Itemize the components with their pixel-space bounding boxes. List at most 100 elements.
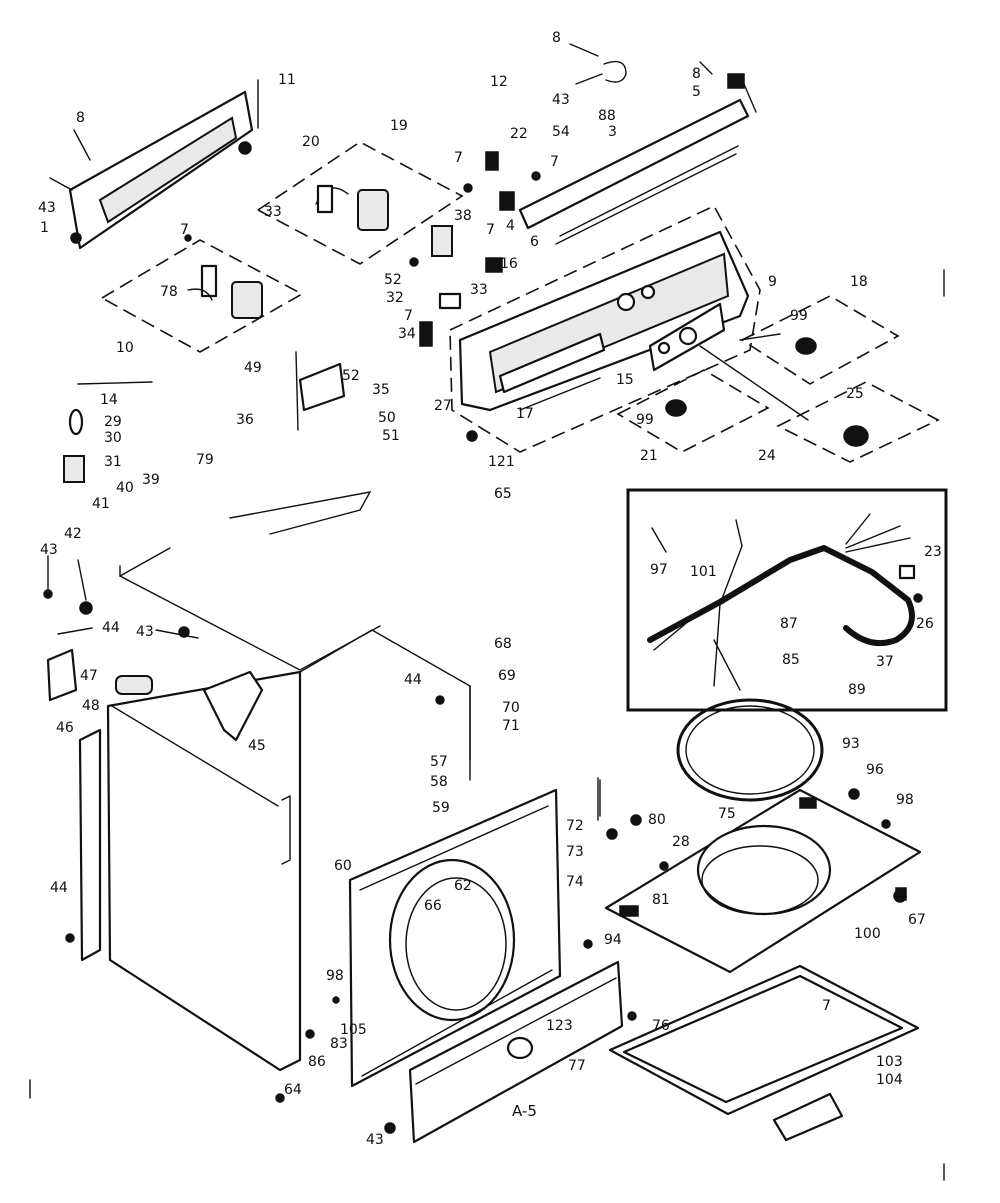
callout-c-42: 42 bbox=[64, 526, 82, 542]
callout-c-40: 40 bbox=[116, 480, 134, 496]
callout-c-83: 83 bbox=[330, 1036, 348, 1052]
callout-c-14: 14 bbox=[100, 392, 118, 408]
callout-c-37: 37 bbox=[876, 654, 894, 670]
callout-c-47: 47 bbox=[80, 668, 98, 684]
callout-c-51: 51 bbox=[382, 428, 400, 444]
callout-c-98a: 98 bbox=[896, 792, 914, 808]
switch-panel-19 bbox=[256, 141, 464, 265]
callout-c-100: 100 bbox=[854, 926, 881, 942]
top-panel bbox=[604, 788, 922, 974]
callout-c-9: 9 bbox=[768, 274, 777, 290]
knob-21 bbox=[616, 369, 770, 453]
callout-c-23: 23 bbox=[924, 544, 942, 560]
callout-c-46: 46 bbox=[56, 720, 74, 736]
callout-c-10: 10 bbox=[116, 340, 134, 356]
switch-panel-10 bbox=[100, 239, 304, 353]
callout-c-87: 87 bbox=[780, 616, 798, 632]
callout-c-7b: 7 bbox=[550, 154, 559, 170]
callout-c-103: 103 bbox=[876, 1054, 903, 1070]
callout-c-79: 79 bbox=[196, 452, 214, 468]
callout-c-81: 81 bbox=[652, 892, 670, 908]
callout-c-86: 86 bbox=[308, 1054, 326, 1070]
callout-c-7c: 7 bbox=[486, 222, 495, 238]
callout-c-64: 64 bbox=[284, 1082, 302, 1098]
callout-c-77: 77 bbox=[568, 1058, 586, 1074]
callout-c-52b: 52 bbox=[342, 368, 360, 384]
callout-c-93: 93 bbox=[842, 736, 860, 752]
callout-c-104: 104 bbox=[876, 1072, 903, 1088]
callout-c-4: 4 bbox=[506, 218, 515, 234]
callout-c-31: 31 bbox=[104, 454, 122, 470]
callout-c-7d: 7 bbox=[180, 222, 189, 238]
base-pan bbox=[608, 964, 920, 1142]
callout-c-7e: 7 bbox=[404, 308, 413, 324]
callout-c-36: 36 bbox=[236, 412, 254, 428]
callout-c-68: 68 bbox=[494, 636, 512, 652]
callout-c-43d: 43 bbox=[136, 624, 154, 640]
callout-c-41: 41 bbox=[92, 496, 110, 512]
door-seal bbox=[676, 698, 824, 802]
callout-c-101: 101 bbox=[690, 564, 717, 580]
callout-c-44a: 44 bbox=[102, 620, 120, 636]
callout-c-71: 71 bbox=[502, 718, 520, 734]
callout-c-67: 67 bbox=[908, 912, 926, 928]
callout-c-62: 62 bbox=[454, 878, 472, 894]
callout-c-30: 30 bbox=[104, 430, 122, 446]
callout-c-8a: 8 bbox=[76, 110, 85, 126]
callout-c-8c: 8 bbox=[692, 66, 701, 82]
cabinet-top-edge bbox=[119, 491, 381, 671]
callout-c-43e: 43 bbox=[366, 1132, 384, 1148]
callout-c-60: 60 bbox=[334, 858, 352, 874]
callout-c-44c: 44 bbox=[50, 880, 68, 896]
callout-c-6: 6 bbox=[530, 234, 539, 250]
callout-c-49: 49 bbox=[244, 360, 262, 376]
callout-c-75: 75 bbox=[718, 806, 736, 822]
callout-c-58: 58 bbox=[430, 774, 448, 790]
callout-c-29: 29 bbox=[104, 414, 122, 430]
callout-c-33a: 33 bbox=[264, 204, 282, 220]
callout-c-74: 74 bbox=[566, 874, 584, 890]
knob-18 bbox=[739, 295, 900, 385]
callout-c-52a: 52 bbox=[384, 272, 402, 288]
callout-c-123: 123 bbox=[546, 1018, 573, 1034]
callout-c-7a: 7 bbox=[454, 150, 463, 166]
callout-c-88: 88 bbox=[598, 108, 616, 124]
callout-c-15: 15 bbox=[616, 372, 634, 388]
callout-c-99a: 99 bbox=[790, 308, 808, 324]
callout-c-19: 19 bbox=[390, 118, 408, 134]
callout-c-59: 59 bbox=[432, 800, 450, 816]
callout-c-5: 5 bbox=[692, 84, 701, 100]
callout-c-89: 89 bbox=[848, 682, 866, 698]
callout-c-43b: 43 bbox=[552, 92, 570, 108]
callout-c-66: 66 bbox=[424, 898, 442, 914]
front-bezel bbox=[348, 777, 599, 1088]
callout-c-97: 97 bbox=[650, 562, 668, 578]
callout-c-45: 45 bbox=[248, 738, 266, 754]
callout-c-22: 22 bbox=[510, 126, 528, 142]
callout-c-80: 80 bbox=[648, 812, 666, 828]
control-console bbox=[449, 204, 761, 453]
callout-c-39: 39 bbox=[142, 472, 160, 488]
callout-c-20: 20 bbox=[302, 134, 320, 150]
callout-c-27: 27 bbox=[434, 398, 452, 414]
callout-c-98b: 98 bbox=[326, 968, 344, 984]
callout-c-65: 65 bbox=[494, 486, 512, 502]
callout-c-43a: 43 bbox=[38, 200, 56, 216]
knob-24 bbox=[699, 345, 940, 463]
callout-c-121: 121 bbox=[488, 454, 515, 470]
cabinet-side-parts bbox=[46, 627, 264, 742]
callout-c-32: 32 bbox=[386, 290, 404, 306]
scan-marks bbox=[29, 269, 945, 1181]
cabinet bbox=[78, 629, 471, 1072]
callout-c-1: 1 bbox=[40, 220, 49, 236]
control-rod-assembly bbox=[518, 43, 757, 245]
callout-c-26: 26 bbox=[916, 616, 934, 632]
callout-c-76: 76 bbox=[652, 1018, 670, 1034]
kick-panel bbox=[408, 960, 624, 1144]
callout-c-44b: 44 bbox=[404, 672, 422, 688]
callout-c-78: 78 bbox=[160, 284, 178, 300]
left-small-parts bbox=[63, 351, 346, 483]
rear-bracket bbox=[49, 79, 259, 250]
